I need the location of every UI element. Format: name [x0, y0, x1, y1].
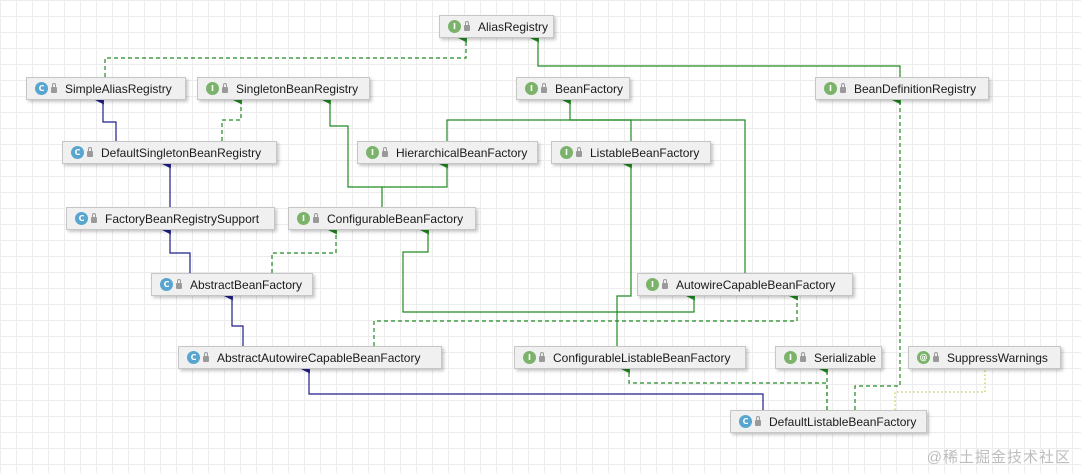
edge-configurable-singletonregistry: [321, 95, 382, 188]
edge-abstractautowire-abstractbeanfactory: [223, 291, 244, 346]
lock-icon: [541, 82, 547, 93]
edge-defaultlistable-beandefinitionregistry: [854, 95, 901, 410]
lock-icon: [755, 415, 761, 426]
node-default-singleton-bean-registry[interactable]: C DefaultSingletonBeanRegistry: [62, 141, 277, 164]
interface-icon: I: [366, 146, 379, 159]
node-autowire-capable-bean-factory[interactable]: I AutowireCapableBeanFactory: [637, 273, 853, 296]
lock-icon: [662, 278, 668, 289]
edge-defaultlistable-configlistable: [620, 364, 828, 410]
lock-icon: [576, 146, 582, 157]
lock-icon: [840, 82, 846, 93]
node-label: Serializable: [814, 350, 877, 365]
interface-icon: I: [297, 212, 310, 225]
node-label: ConfigurableBeanFactory: [327, 211, 464, 226]
node-label: AbstractBeanFactory: [190, 277, 303, 292]
interface-icon: I: [523, 351, 536, 364]
lock-icon: [800, 351, 806, 362]
watermark: @稀土掘金技术社区: [926, 449, 1071, 466]
lock-icon: [464, 20, 470, 31]
node-bean-factory[interactable]: I BeanFactory: [516, 77, 630, 100]
node-serializable[interactable]: I Serializable: [775, 346, 882, 369]
node-label: BeanFactory: [555, 81, 624, 96]
node-abstract-bean-factory[interactable]: C AbstractBeanFactory: [151, 273, 313, 296]
node-alias-registry[interactable]: I AliasRegistry: [439, 15, 554, 38]
node-label: ListableBeanFactory: [590, 145, 700, 160]
edge-configurable-hierarchical: [381, 159, 448, 207]
edge-abstractautowire-autowirecapable: [373, 291, 798, 346]
edge-listable-beanfactory: [570, 119, 632, 141]
interface-icon: I: [448, 20, 461, 33]
edge-beandefinitionregistry-aliasregistry: [529, 33, 901, 77]
node-listable-bean-factory[interactable]: I ListableBeanFactory: [551, 141, 711, 164]
node-abstract-autowire-capable-bean-factory[interactable]: C AbstractAutowireCapableBeanFactory: [178, 346, 442, 369]
node-label: AliasRegistry: [478, 19, 549, 34]
lock-icon: [176, 278, 182, 289]
interface-icon: I: [206, 82, 219, 95]
lock-icon: [933, 351, 939, 362]
class-icon: C: [160, 278, 173, 291]
class-icon: C: [739, 415, 752, 428]
node-label: BeanDefinitionRegistry: [854, 81, 977, 96]
node-label: AbstractAutowireCapableBeanFactory: [217, 350, 421, 365]
node-label: HierarchicalBeanFactory: [396, 145, 528, 160]
edge-autowirecapable-beanfactory: [570, 119, 746, 273]
lock-icon: [313, 212, 319, 223]
edge-defaultsingleton-singletonregistry: [221, 95, 242, 141]
node-configurable-bean-factory[interactable]: I ConfigurableBeanFactory: [288, 207, 476, 230]
lock-icon: [222, 82, 228, 93]
edge-configlistable-autowirecapable: [617, 291, 695, 313]
interface-icon: I: [784, 351, 797, 364]
edge-configlistable-configurable: [402, 225, 618, 346]
node-label: DefaultListableBeanFactory: [769, 414, 917, 429]
node-label: DefaultSingletonBeanRegistry: [101, 145, 262, 160]
class-icon: C: [35, 82, 48, 95]
edge-abstractbeanfactory-configurable: [271, 225, 337, 273]
edge-defaultlistable-abstractautowire: [300, 364, 764, 410]
lock-icon: [539, 351, 545, 362]
lock-icon: [51, 82, 57, 93]
interface-icon: I: [824, 82, 837, 95]
edge-configlistable-listable: [616, 159, 632, 312]
annotation-icon: @: [917, 351, 930, 364]
node-label: SimpleAliasRegistry: [65, 81, 172, 96]
edge-defaultsingleton-simplealias: [94, 95, 117, 141]
node-default-listable-bean-factory[interactable]: C DefaultListableBeanFactory: [730, 410, 927, 433]
node-bean-definition-registry[interactable]: I BeanDefinitionRegistry: [815, 77, 989, 100]
node-label: SuppressWarnings: [947, 350, 1048, 365]
lock-icon: [87, 146, 93, 157]
edge-defaultlistable-suppresswarnings: [894, 369, 986, 410]
node-label: ConfigurableListableBeanFactory: [553, 350, 731, 365]
node-label: AutowireCapableBeanFactory: [676, 277, 836, 292]
node-hierarchical-bean-factory[interactable]: I HierarchicalBeanFactory: [357, 141, 538, 164]
node-suppress-warnings[interactable]: @ SuppressWarnings: [908, 346, 1061, 369]
edge-simplealiasregistry-aliasregistry: [104, 33, 467, 77]
node-singleton-bean-registry[interactable]: I SingletonBeanRegistry: [197, 77, 370, 100]
node-configurable-listable-bean-factory[interactable]: I ConfigurableListableBeanFactory: [514, 346, 746, 369]
node-simple-alias-registry[interactable]: C SimpleAliasRegistry: [26, 77, 186, 100]
node-label: FactoryBeanRegistrySupport: [105, 211, 260, 226]
class-icon: C: [75, 212, 88, 225]
class-icon: C: [187, 351, 200, 364]
class-icon: C: [71, 146, 84, 159]
lock-icon: [382, 146, 388, 157]
node-label: SingletonBeanRegistry: [236, 81, 359, 96]
edge-abstractbeanfactory-factorybean: [161, 225, 191, 273]
lock-icon: [91, 212, 97, 223]
interface-icon: I: [560, 146, 573, 159]
lock-icon: [203, 351, 209, 362]
interface-icon: I: [525, 82, 538, 95]
interface-icon: I: [646, 278, 659, 291]
node-factory-bean-registry-support[interactable]: C FactoryBeanRegistrySupport: [66, 207, 275, 230]
edge-hierarchical-beanfactory: [446, 95, 571, 141]
